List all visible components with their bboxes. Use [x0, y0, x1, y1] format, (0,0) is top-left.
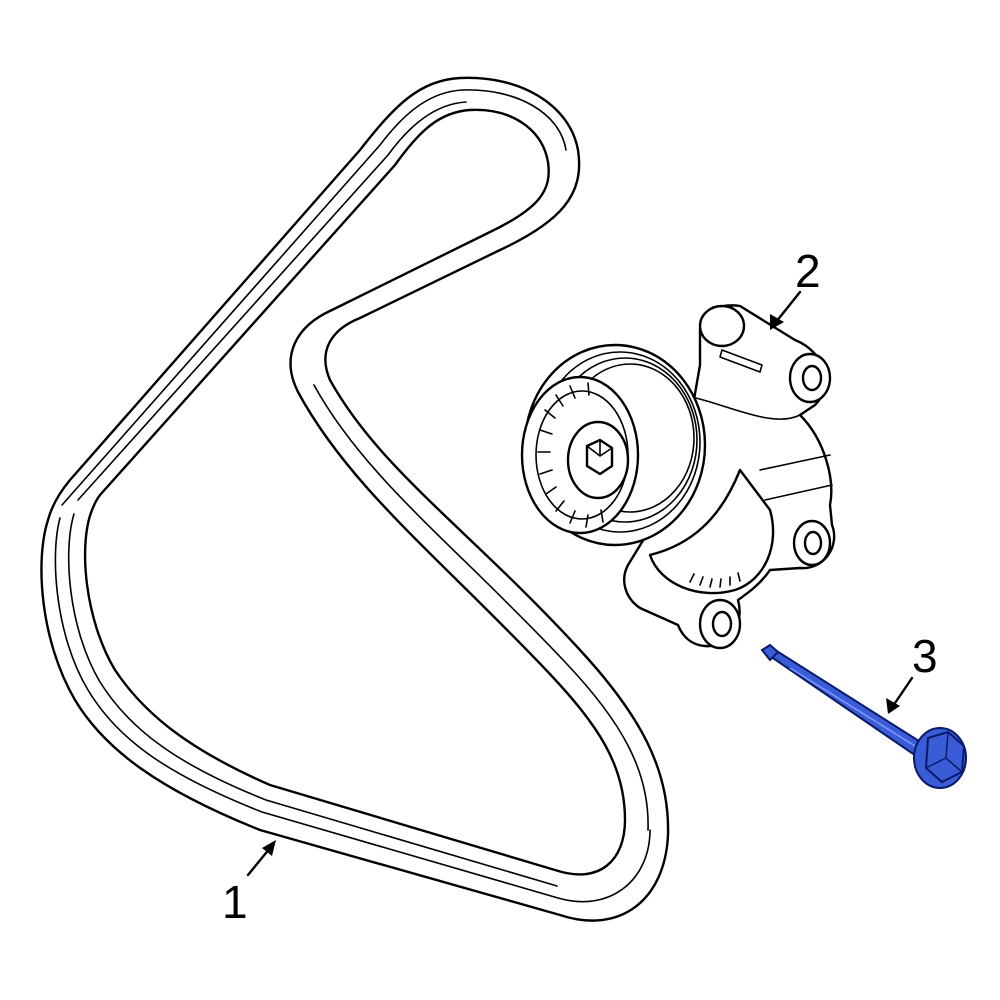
pulley-hex-bolt-edge: [586, 439, 613, 457]
callout-1-arrowhead: [262, 840, 276, 856]
tensioner-slot: [719, 349, 763, 373]
tensioner-hole-bottom: [711, 610, 733, 638]
tensioner-top-boss: [698, 304, 746, 348]
callout-3-leader: [891, 676, 914, 708]
belt-rib-line-b: [67, 513, 558, 887]
belt[interactable]: [40, 76, 670, 922]
belt-rib-line-e: [313, 384, 649, 831]
bolt-tip: [760, 643, 780, 662]
callout-2-arrowhead: [770, 314, 784, 330]
callout-1-leader: [246, 846, 272, 877]
callout-3-label: 3: [912, 630, 938, 682]
belt-inner-edge: [83, 108, 627, 876]
bolt-hex-edge: [925, 731, 963, 773]
tensioner[interactable]: [520, 304, 836, 650]
tensioner-spring-housing: [648, 468, 775, 595]
pulley-spokes: [537, 382, 604, 528]
belt-rib-line-c: [61, 89, 567, 506]
belt-rib-line-d: [77, 101, 467, 501]
callout-2-label: 2: [795, 245, 821, 297]
callout-3-arrowhead: [886, 698, 900, 714]
bolt-shank-highlight: [789, 667, 916, 747]
callout-2-leader: [774, 290, 802, 324]
belt-outer-edge: [40, 76, 670, 922]
callout-2: 2: [770, 245, 821, 330]
tensioner-hole-lower-right: [803, 530, 823, 556]
callout-3: 3: [886, 630, 938, 714]
callout-1-label: 1: [222, 876, 248, 928]
belt-rib-line-a: [54, 517, 651, 903]
bolt[interactable]: [760, 643, 967, 789]
tensioner-spring-ticks: [689, 572, 741, 588]
tensioner-hole-upper: [801, 364, 823, 392]
tensioner-housing-line-a: [759, 454, 831, 471]
tensioner-housing-line-b: [764, 484, 833, 501]
callout-1: 1: [222, 840, 276, 928]
